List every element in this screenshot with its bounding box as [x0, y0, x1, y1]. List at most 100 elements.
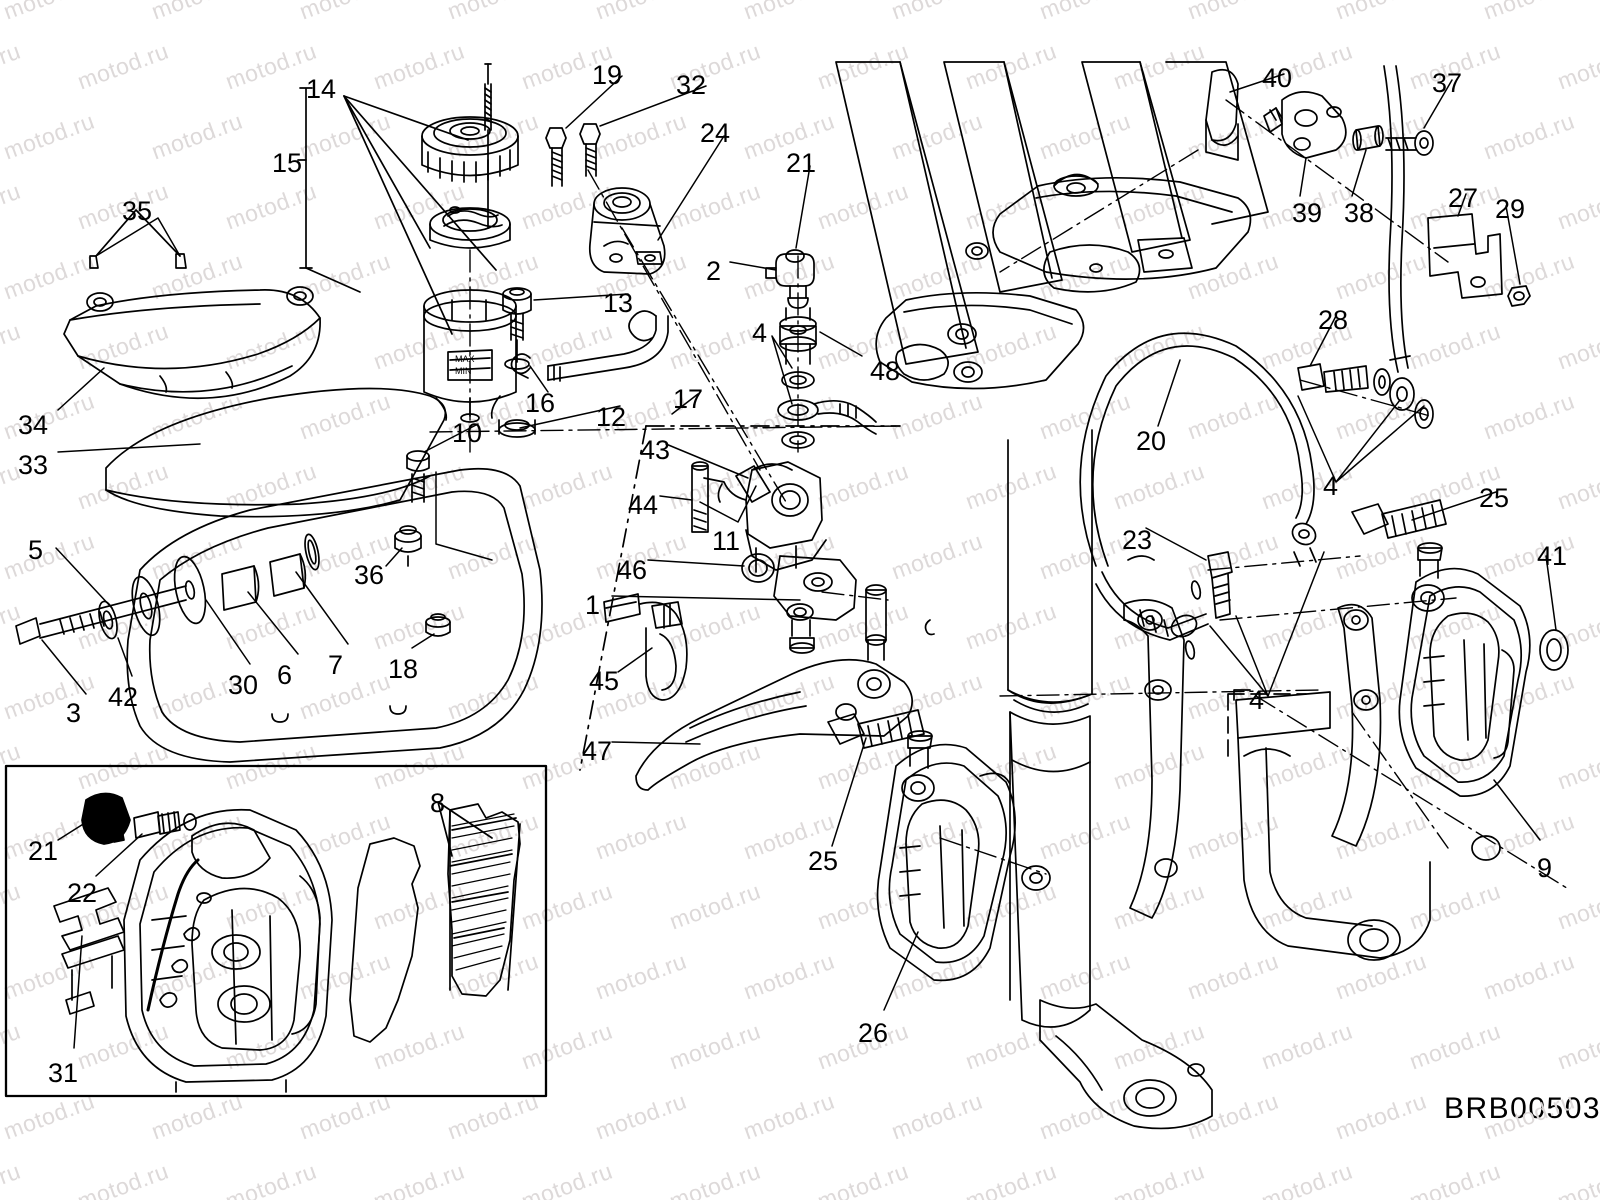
front-cover [126, 467, 543, 763]
inset-bleed-nipple-21 [81, 792, 131, 845]
callout-17: 17 [673, 384, 704, 414]
switch-45 [603, 593, 688, 701]
callout-23: 23 [1122, 525, 1153, 555]
callout-24: 24 [700, 118, 731, 148]
callout-22: 22 [67, 878, 98, 908]
callout-31: 31 [48, 1058, 79, 1088]
callout-36: 36 [354, 560, 385, 590]
callout-7: 7 [328, 650, 344, 680]
callout-47: 47 [582, 736, 613, 766]
bolt-25a [1351, 499, 1447, 539]
callout-26: 26 [858, 1018, 889, 1048]
callout-32: 32 [676, 70, 707, 100]
mirror-34 [63, 286, 321, 400]
seat-33 [105, 387, 447, 518]
callout-27: 27 [1448, 183, 1479, 213]
callout-1: 1 [585, 590, 601, 620]
callout-25a: 25 [1479, 483, 1510, 513]
pin-44 [691, 461, 709, 533]
banjo-bolt-23 [1184, 551, 1233, 660]
nut-29 [1507, 285, 1531, 307]
inset-screw-22 [133, 811, 197, 839]
callout-11: 11 [712, 526, 741, 556]
callout-4c: 4 [1249, 685, 1265, 715]
callout-41: 41 [1537, 541, 1568, 571]
bolt-10 [406, 450, 430, 503]
callout-48: 48 [870, 356, 901, 386]
assembly-axes [429, 99, 1571, 891]
callout-15: 15 [272, 148, 303, 178]
plate-39 [1263, 91, 1347, 159]
callout-9: 9 [1537, 853, 1553, 883]
callout-30: 30 [228, 670, 259, 700]
inset-caliper-brembo [123, 808, 333, 1093]
inset-pad-backing [349, 837, 421, 1043]
callout-8: 8 [430, 788, 446, 818]
reservoir-max-label: MAX [455, 354, 475, 364]
callout-14: 14 [306, 74, 337, 104]
callout-34: 34 [18, 410, 49, 440]
right-caliper-9 [1398, 542, 1531, 861]
clip-16 [510, 353, 531, 379]
bolt-32 [579, 123, 601, 177]
banjo-28 [1297, 363, 1434, 429]
callout-44: 44 [628, 490, 659, 520]
callout-38: 38 [1344, 198, 1375, 228]
washer-41 [1539, 629, 1569, 671]
inset-spring-clip-31 [53, 887, 125, 1015]
callout-29: 29 [1495, 194, 1526, 224]
right-hanger [1233, 603, 1431, 961]
callout-13: 13 [603, 288, 634, 318]
callout-3: 3 [66, 698, 82, 728]
bracket-35 [89, 209, 187, 269]
diagram-code: BRB00503 [1444, 1092, 1600, 1125]
pivot-hardware [15, 533, 320, 645]
reservoir-plug-13 [498, 287, 536, 438]
callout-20: 20 [1136, 426, 1167, 456]
callout-2: 2 [706, 256, 722, 286]
bolt-19 [545, 127, 567, 187]
bolt-25b [827, 709, 925, 749]
callout-19: 19 [592, 60, 623, 90]
grommet-18 [425, 613, 451, 637]
leader-lines [41, 73, 1557, 1049]
callout-6: 6 [277, 660, 293, 690]
callout-10: 10 [452, 418, 483, 448]
bracket-40 [1205, 68, 1239, 161]
callout-16: 16 [525, 388, 556, 418]
callout-40: 40 [1262, 63, 1293, 93]
callout-39: 39 [1292, 198, 1323, 228]
callout-37: 37 [1432, 68, 1463, 98]
reservoir-cap-screw [484, 63, 492, 229]
callout-35: 35 [122, 196, 153, 226]
callout-5: 5 [28, 535, 44, 565]
hose-12 [547, 310, 669, 382]
switch-housing-24 [588, 187, 666, 275]
pin-43 [735, 465, 771, 503]
callout-42: 42 [108, 682, 139, 712]
callout-25b: 25 [808, 846, 839, 876]
callout-4b: 4 [1323, 471, 1339, 501]
reservoir-min-label: MIN [455, 366, 472, 376]
callout-28: 28 [1318, 305, 1349, 335]
callout-12: 12 [596, 402, 627, 432]
front-caliper-26 [876, 730, 1051, 982]
callout-46: 46 [617, 555, 648, 585]
callout-45: 45 [589, 666, 620, 696]
callout-21b: 21 [28, 836, 59, 866]
callout-21: 21 [786, 148, 817, 178]
brake-hose-20 [1079, 332, 1317, 641]
spacer-38 [1352, 125, 1384, 151]
inset-leader-8 [437, 801, 493, 857]
grommet-36 [394, 525, 422, 567]
callout-33: 33 [18, 450, 49, 480]
inset-brake-pad-8 [447, 803, 521, 997]
callout-43: 43 [640, 435, 671, 465]
callout-4a: 4 [752, 318, 768, 348]
leader-lines-14 [305, 95, 497, 335]
inset-box [4, 764, 548, 1098]
callout-18: 18 [388, 654, 419, 684]
